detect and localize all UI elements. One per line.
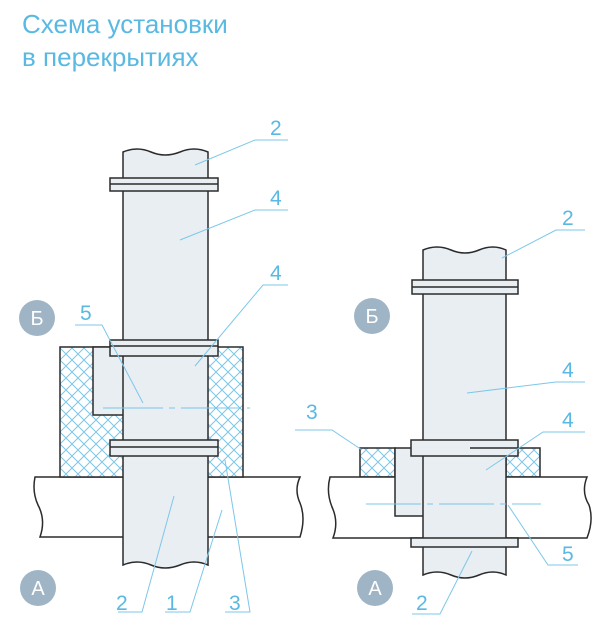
- clamp-bottom: [410, 537, 519, 548]
- badge-b: [19, 300, 55, 336]
- sleeve: [394, 447, 426, 517]
- insulation-left: [359, 447, 396, 478]
- badge-a: [20, 570, 56, 606]
- label-slab: 1: [166, 592, 178, 615]
- badge-b-text: Б: [365, 306, 378, 328]
- right-scheme: 2 4 4 3 5 2 Б А: [295, 207, 592, 615]
- badge-a: [357, 570, 393, 606]
- sleeve: [92, 346, 126, 416]
- label-clamp-mid: 4: [562, 409, 574, 432]
- badge-a-text: А: [31, 578, 45, 600]
- clamp-lower: [109, 439, 219, 457]
- label-clamp-top: 4: [270, 187, 282, 210]
- badge-a-text: А: [368, 578, 382, 600]
- label-insulation: 3: [306, 401, 318, 424]
- label-pipe-top: 2: [562, 207, 574, 230]
- title-line-1: Схема установки: [22, 9, 228, 39]
- label-pipe-top: 2: [270, 117, 282, 140]
- label-pipe-bottom: 2: [416, 592, 428, 615]
- label-clamp-mid: 4: [270, 262, 282, 285]
- pipe: [122, 148, 209, 569]
- label-sleeve: 5: [562, 543, 574, 566]
- label-sleeve: 5: [80, 302, 92, 325]
- pipe: [422, 246, 507, 579]
- badge-b: [354, 298, 390, 334]
- label-insulation: 3: [229, 592, 241, 615]
- title-line-2: в перекрытиях: [22, 42, 199, 72]
- label-pipe-bottom: 2: [116, 592, 128, 615]
- clamp-mid: [109, 339, 219, 357]
- badge-b-text: Б: [30, 308, 43, 330]
- label-clamp-upper: 4: [562, 359, 574, 382]
- left-scheme: 2 4 4 5 2 1 3 Б А: [19, 117, 304, 615]
- diagram-title: Схема установки в перекрытиях: [22, 8, 228, 74]
